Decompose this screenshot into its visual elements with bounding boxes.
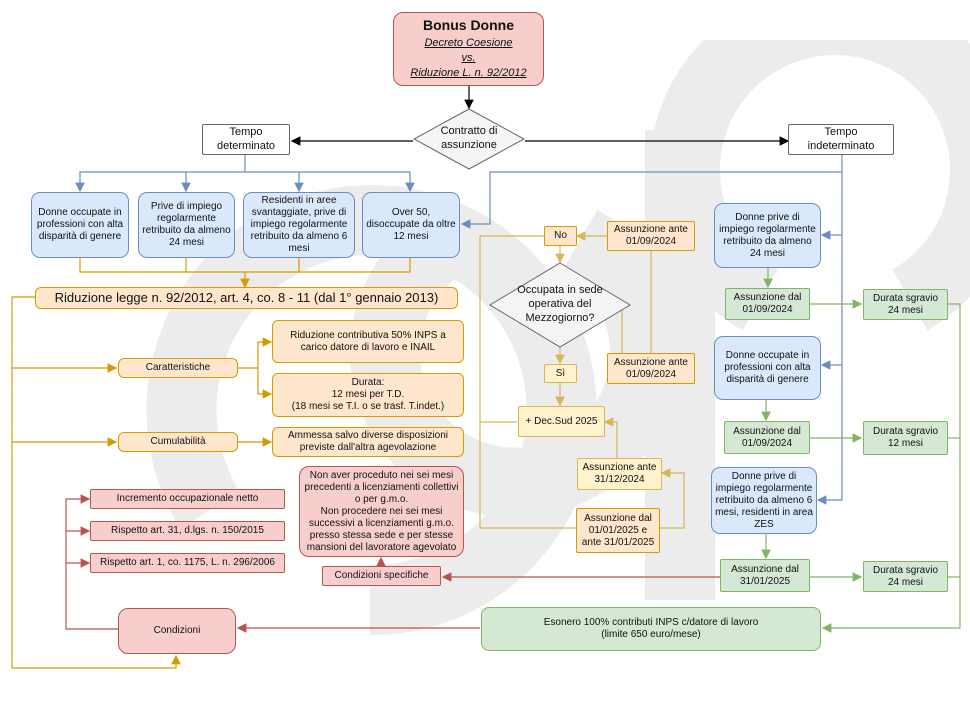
condizione-art-1: Rispetto art. 1, co. 1175, L. n. 296/200… — [90, 553, 285, 573]
assunzione-ante-2: Assunzione ante 01/09/2024 — [607, 353, 695, 384]
specifiche-text-2: Non procedere nei sei mesi successivi a … — [306, 505, 457, 553]
contract-decision-label: Contratto di assunzione — [440, 125, 498, 151]
right-alta-disparita: Donne occupate in professioni con alta d… — [714, 336, 821, 400]
si-label-box: Sì — [544, 364, 577, 383]
title-box: Bonus Donne Decreto Coesione vs. Riduzio… — [393, 12, 544, 86]
caratteristiche-box: Caratteristiche — [118, 358, 238, 378]
category-prive-24-mesi: Prive di impiego regolarmente retribuito… — [138, 192, 235, 258]
esonero-line-1: Esonero 100% contributi INPS c/datore di… — [543, 617, 759, 628]
riduzione-legge-box: Riduzione legge n. 92/2012, art. 4, co. … — [35, 287, 458, 309]
mezzogiorno-decision-node: Occupata in sede operativa del Mezzogior… — [489, 262, 631, 348]
caratteristiche-durata: Durata: 12 mesi per T.D. (18 mesi se T.I… — [272, 373, 464, 417]
right-prive-6-mesi-zes: Donne prive di impiego regolarmente retr… — [711, 467, 817, 534]
title-line-3: Riduzione L. n. 92/2012 — [410, 66, 527, 79]
category-over-50: Over 50, disoccupate da oltre 12 mesi — [362, 192, 460, 258]
dec-sud-box: + Dec.Sud 2025 — [518, 406, 605, 437]
contract-decision-node: Contratto di assunzione — [413, 108, 525, 170]
right-durata-24-mesi-2: Durata sgravio 24 mesi — [863, 561, 948, 592]
durata-line-1: Durata: — [351, 377, 385, 388]
tempo-determinato-box: Tempo determinato — [202, 124, 290, 155]
condizioni-specifiche-box: Condizioni specifiche — [322, 566, 441, 586]
category-aree-svantaggiate: Residenti in aree svantaggiate, prive di… — [243, 192, 355, 258]
condizioni-box: Condizioni — [118, 608, 236, 654]
assunzione-range: Assunzione dal 01/01/2025 e ante 31/01/2… — [576, 508, 660, 553]
title-line-2: vs. — [461, 51, 476, 64]
no-label-box: No — [544, 226, 577, 246]
mezzogiorno-question: Occupata in sede operativa del Mezzogior… — [517, 284, 603, 324]
condizioni-specifiche-text: Non aver proceduto nei sei mesi preceden… — [299, 466, 464, 557]
cumulabilita-text: Ammessa salvo diverse disposizioni previ… — [272, 427, 464, 457]
right-durata-12-mesi: Durata sgravio 12 mesi — [863, 421, 948, 455]
assunzione-ante-1: Assunzione ante 01/09/2024 — [607, 221, 695, 251]
title-line-1: Decreto Coesione — [424, 37, 513, 50]
right-assunzione-2: Assunzione dal 01/09/2024 — [724, 421, 810, 454]
tempo-indeterminato-box: Tempo indeterminato — [788, 124, 894, 155]
durata-line-3: (18 mesi se T.I. o se trasf. T.indet.) — [291, 401, 445, 412]
assunzione-ante-3: Assunzione ante 31/12/2024 — [577, 458, 662, 490]
specifiche-text-1: Non aver proceduto nei sei mesi preceden… — [304, 469, 459, 505]
esonero-box: Esonero 100% contributi INPS c/datore di… — [481, 607, 821, 651]
cumulabilita-box: Cumulabilità — [118, 432, 238, 452]
caratteristiche-riduzione: Riduzione contributiva 50% INPS a carico… — [272, 320, 464, 363]
right-assunzione-3: Assunzione dal 31/01/2025 — [720, 559, 810, 592]
category-alta-disparita: Donne occupate in professioni con alta d… — [31, 192, 129, 258]
condizione-art-31: Rispetto art. 31, d.lgs. n. 150/2015 — [90, 521, 285, 541]
right-assunzione-1: Assunzione dal 01/09/2024 — [725, 288, 810, 320]
condizione-incremento: Incremento occupazionale netto — [90, 489, 285, 509]
esonero-line-2: (limite 650 euro/mese) — [601, 629, 701, 640]
title-heading: Bonus Donne — [423, 17, 514, 34]
right-prive-24-mesi: Donne prive di impiego regolarmente retr… — [714, 203, 821, 268]
durata-line-2: 12 mesi per T.D. — [331, 389, 405, 400]
right-durata-24-mesi-1: Durata sgravio 24 mesi — [863, 289, 948, 320]
